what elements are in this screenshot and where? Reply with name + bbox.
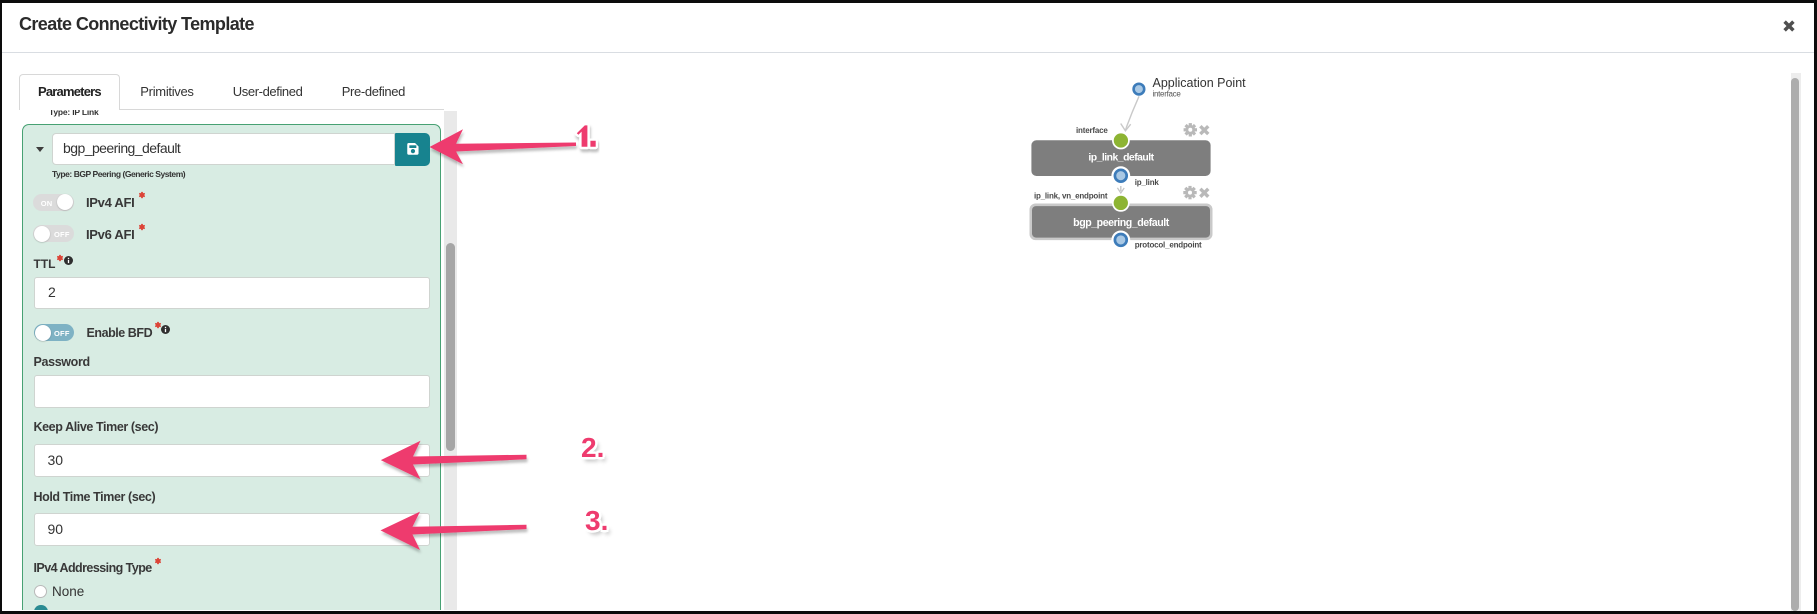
svg-text:bgp_peering_default: bgp_peering_default: [1073, 217, 1170, 229]
svg-text:interface: interface: [1153, 90, 1182, 99]
svg-text:interface: interface: [1076, 126, 1108, 135]
svg-text:Application Point: Application Point: [1153, 76, 1247, 90]
svg-text:ip_link, vn_endpoint: ip_link, vn_endpoint: [1034, 192, 1108, 201]
svg-text:ip_link_default: ip_link_default: [1088, 152, 1154, 163]
svg-text:protocol_endpoint: protocol_endpoint: [1135, 240, 1202, 249]
svg-text:ip_link: ip_link: [1135, 178, 1160, 187]
